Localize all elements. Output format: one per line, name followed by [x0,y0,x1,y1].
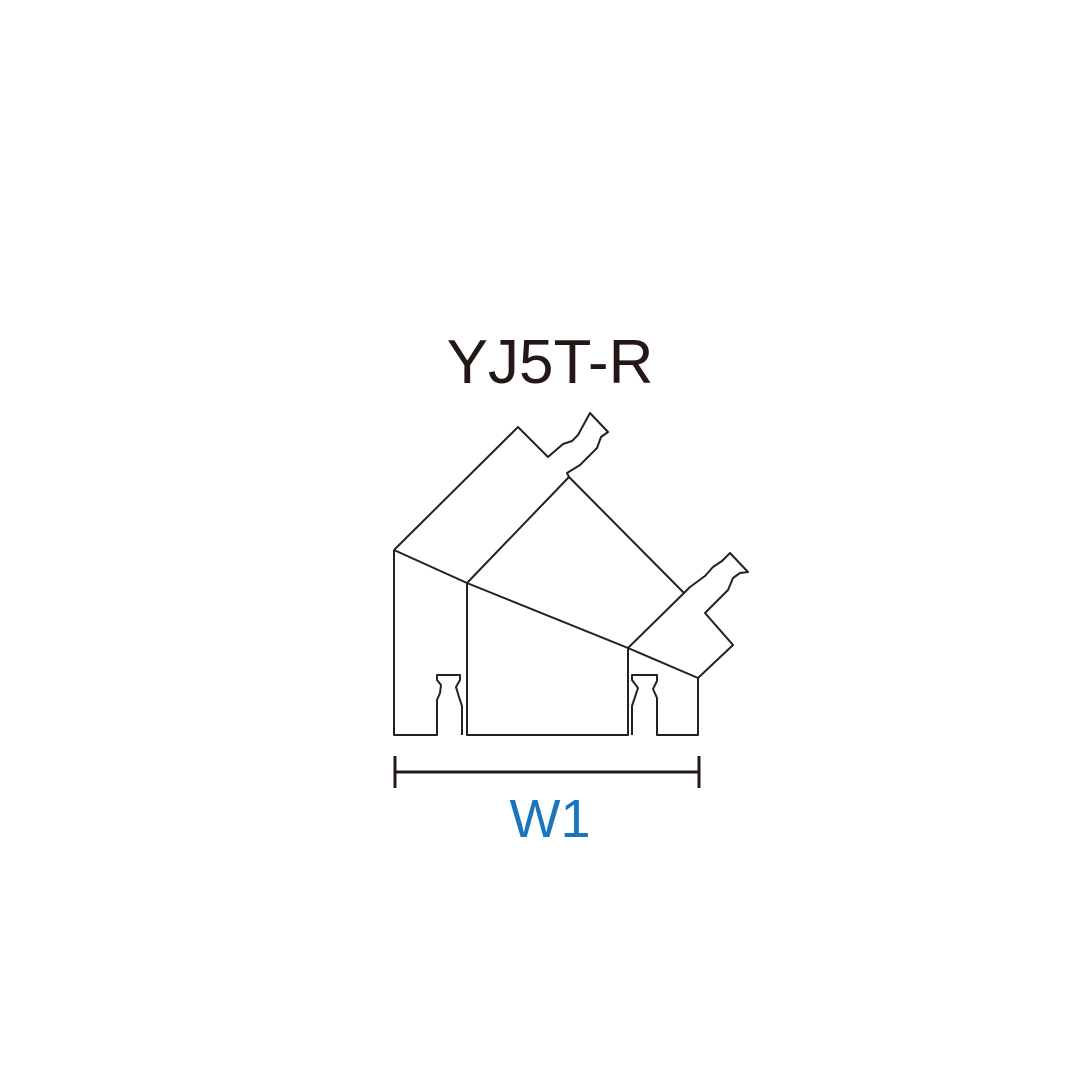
dimension-label: W1 [510,789,591,849]
inner-section [466,476,685,649]
joint-outline [393,412,749,736]
diagonal-line [393,549,699,679]
right-arm-outline [683,552,749,679]
center-block [466,583,629,736]
upper-arm-outline [393,412,609,551]
left-leg [393,550,463,736]
width-dimension: W1 [393,756,701,849]
right-leg [631,674,699,736]
diagram-title: YJ5T-R [447,328,654,397]
